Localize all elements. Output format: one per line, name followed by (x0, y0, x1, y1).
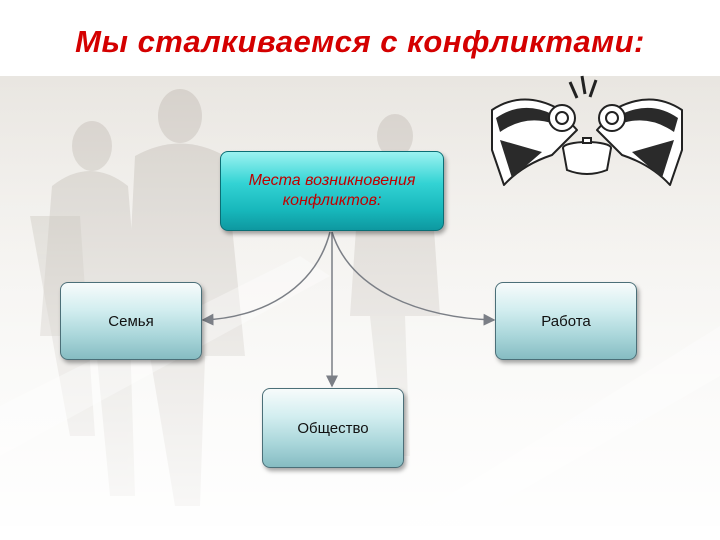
work-node: Работа (495, 282, 637, 360)
family-node-label: Семья (108, 312, 154, 330)
connector-to-family (201, 231, 331, 326)
society-node-label: Общество (297, 419, 369, 437)
center-node-label: Места возникновения конфликтов: (248, 172, 416, 209)
center-node: Места возникновения конфликтов: (220, 151, 444, 231)
society-node: Общество (262, 388, 404, 468)
connector-to-work (331, 231, 496, 326)
family-node: Семья (60, 282, 202, 360)
slide-title: Мы сталкиваемся с конфликтами: (75, 24, 645, 59)
work-node-label: Работа (541, 312, 591, 330)
rams-clashing-clipart (491, 75, 683, 186)
